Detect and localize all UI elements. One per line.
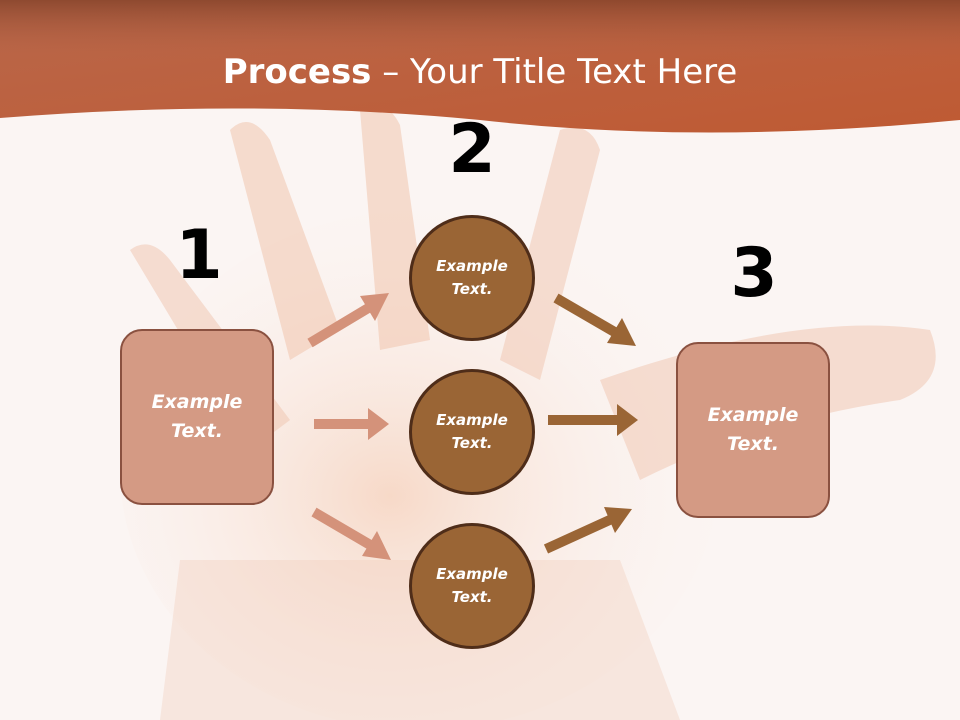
- finger-shape: [500, 127, 600, 380]
- left-box: Example Text.: [120, 329, 274, 505]
- arrow-left-to-top: [307, 302, 373, 348]
- slide-title: Process – Your Title Text Here: [0, 52, 960, 92]
- step-number-2: 2: [448, 110, 496, 189]
- step-number-1: 1: [175, 216, 223, 295]
- title-rest: – Your Title Text Here: [371, 52, 738, 92]
- circle-bottom: Example Text.: [409, 523, 535, 649]
- arrowhead: [604, 507, 632, 533]
- arrow-bottom-to-right: [543, 513, 617, 554]
- arrowhead: [368, 408, 389, 440]
- finger-shape: [230, 122, 340, 360]
- right-box: Example Text.: [676, 342, 830, 518]
- arrowhead: [617, 404, 638, 436]
- arrowhead: [362, 531, 391, 560]
- arrow-left-to-bottom: [311, 507, 375, 551]
- wrist-shape: [160, 560, 680, 720]
- arrow-top-to-right: [553, 293, 621, 339]
- title-bold: Process: [222, 52, 372, 92]
- circle-top: Example Text.: [409, 215, 535, 341]
- arrowhead: [360, 293, 389, 321]
- step-number-3: 3: [730, 234, 778, 313]
- arrowhead: [607, 318, 636, 346]
- arrows: [307, 293, 638, 560]
- circle-middle: Example Text.: [409, 369, 535, 495]
